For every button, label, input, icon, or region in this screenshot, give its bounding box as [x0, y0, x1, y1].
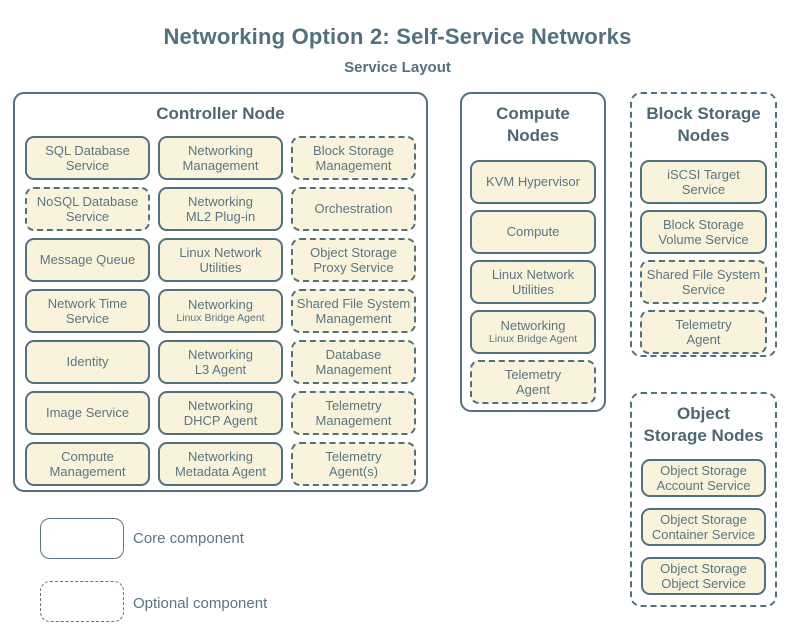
- service-object-storage-object-service: Object Storage Object Service: [641, 557, 766, 595]
- service-label: Block Storage Volume Service: [658, 216, 749, 247]
- service-shared-file-system-management: Shared File System Management: [291, 289, 416, 333]
- legend-core-component-label: Core component: [133, 530, 244, 547]
- service-label: KVM Hypervisor: [486, 174, 580, 190]
- service-networking-metadata-agent: Networking Metadata Agent: [158, 442, 283, 486]
- service-label: Compute Management: [49, 448, 126, 479]
- controller-node-items: SQL Database Service Networking Managemen…: [25, 136, 416, 486]
- service-message-queue: Message Queue: [25, 238, 150, 282]
- service-sublabel: Linux Bridge Agent: [176, 312, 265, 325]
- service-networking-ml2-plug-in: Networking ML2 Plug-in: [158, 187, 283, 231]
- service-telemetry-agent-s: Telemetry Agent(s): [291, 442, 416, 486]
- service-block-storage-management: Block Storage Management: [291, 136, 416, 180]
- object-storage-nodes-panel-title: Object Storage Nodes: [643, 404, 764, 446]
- service-label: SQL Database Service: [45, 142, 130, 173]
- service-label: Message Queue: [39, 252, 136, 268]
- page-subtitle: Service Layout: [344, 59, 451, 76]
- service-label: Networking Metadata Agent: [174, 448, 267, 479]
- service-object-storage-proxy-service: Object Storage Proxy Service: [291, 238, 416, 282]
- service-image-service: Image Service: [25, 391, 150, 435]
- object-storage-nodes-panel: Object Storage Nodes Object Storage Acco…: [630, 392, 777, 607]
- service-telemetry-agent: Telemetry Agent: [470, 360, 596, 404]
- service-nosql-database-service: NoSQL Database Service: [25, 187, 150, 231]
- service-label: Database Management: [315, 346, 392, 377]
- service-label: Object Storage Account Service: [656, 462, 751, 493]
- service-label: Block Storage Management: [313, 142, 394, 173]
- service-label: Telemetry Agent: [675, 316, 732, 347]
- service-compute: Compute: [470, 210, 596, 254]
- service-database-management: Database Management: [291, 340, 416, 384]
- block-storage-nodes-panel-title: Block Storage Nodes: [646, 104, 761, 146]
- service-telemetry-agent: Telemetry Agent: [640, 310, 767, 354]
- service-label: Networking L3 Agent: [187, 346, 254, 377]
- service-block-storage-volume-service: Block Storage Volume Service: [640, 210, 767, 254]
- block-storage-nodes-panel: Block Storage Nodes iSCSI Target Service…: [630, 92, 777, 357]
- service-telemetry-management: Telemetry Management: [291, 391, 416, 435]
- service-linux-network-utilities: Linux Network Utilities: [470, 260, 596, 304]
- controller-node-panel-title: Controller Node: [156, 104, 285, 123]
- service-object-storage-container-service: Object Storage Container Service: [641, 508, 766, 546]
- service-label: Shared File System Management: [296, 295, 411, 326]
- service-label: Orchestration: [314, 201, 393, 217]
- service-networking-management: Networking Management: [158, 136, 283, 180]
- service-label: Networking Management: [182, 142, 259, 173]
- legend-core-component-swatch: [40, 518, 124, 559]
- service-label: Telemetry Agent: [504, 366, 562, 397]
- legend-optional-component-swatch: [40, 581, 124, 622]
- service-label: Linux Network Utilities: [491, 266, 575, 297]
- service-label: Telemetry Agent(s): [325, 448, 382, 479]
- service-label: NoSQL Database Service: [36, 193, 139, 224]
- service-label: Shared File System Service: [646, 266, 761, 297]
- service-object-storage-account-service: Object Storage Account Service: [641, 459, 766, 497]
- service-label: Networking: [500, 318, 566, 334]
- service-label: Networking DHCP Agent: [183, 397, 258, 428]
- service-label: Networking: [187, 297, 254, 313]
- page-title: Networking Option 2: Self-Service Networ…: [163, 24, 632, 49]
- service-label: Networking ML2 Plug-in: [185, 193, 256, 224]
- service-compute-management: Compute Management: [25, 442, 150, 486]
- service-sublabel: Linux Bridge Agent: [488, 333, 578, 346]
- service-label: Telemetry Management: [315, 397, 392, 428]
- service-label: Network Time Service: [47, 295, 128, 326]
- service-network-time-service: Network Time Service: [25, 289, 150, 333]
- service-linux-network-utilities: Linux Network Utilities: [158, 238, 283, 282]
- service-kvm-hypervisor: KVM Hypervisor: [470, 160, 596, 204]
- service-networking-dhcp-agent: Networking DHCP Agent: [158, 391, 283, 435]
- service-label: Object Storage Container Service: [651, 511, 756, 542]
- service-iscsi-target-service: iSCSI Target Service: [640, 160, 767, 204]
- service-label: Identity: [66, 354, 109, 370]
- service-orchestration: Orchestration: [291, 187, 416, 231]
- service-label: Linux Network Utilities: [179, 244, 262, 275]
- service-shared-file-system-service: Shared File System Service: [640, 260, 767, 304]
- service-identity: Identity: [25, 340, 150, 384]
- service-label: Object Storage Proxy Service: [310, 244, 397, 275]
- service-label: Compute: [506, 224, 560, 240]
- service-networking-l3-agent: Networking L3 Agent: [158, 340, 283, 384]
- service-label: Image Service: [45, 405, 130, 421]
- compute-nodes-panel-title: Compute Nodes: [496, 104, 570, 146]
- service-sql-database-service: SQL Database Service: [25, 136, 150, 180]
- service-label: Object Storage Object Service: [660, 560, 747, 591]
- legend-optional-component-label: Optional component: [133, 595, 268, 612]
- service-label: iSCSI Target Service: [667, 166, 740, 197]
